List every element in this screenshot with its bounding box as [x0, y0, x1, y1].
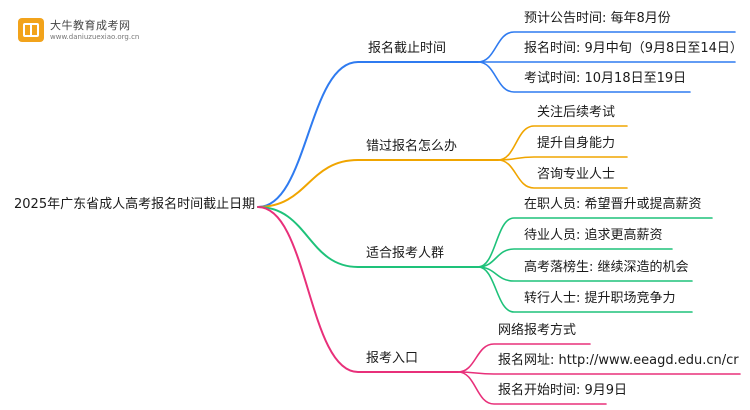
connector-root-audience: [257, 206, 479, 268]
connector-root-entry: [257, 206, 459, 373]
leaf-improve-self: 提升自身能力: [537, 136, 616, 151]
leaf-register-time: 报名时间: 9月中旬（9月8日至14日）: [524, 41, 743, 56]
logo-name: 大牛教育成考网: [50, 19, 131, 32]
connector-root-missed: [257, 159, 499, 208]
leaf-announce-time: 预计公告时间: 每年8月份: [524, 11, 671, 26]
root-topic: 2025年广东省成人高考报名时间截止日期: [14, 197, 256, 212]
connector-entry-leaf-1: [457, 343, 591, 373]
leaf-career-change: 转行人士: 提升职场竞争力: [524, 291, 676, 306]
leaf-register-url: 报名网址: http://www.eeagd.edu.cn/cr: [498, 353, 739, 368]
leaf-follow-exams: 关注后续考试: [537, 105, 616, 120]
connector-root-deadline: [257, 61, 479, 208]
connector-missed-leaf-3: [497, 159, 628, 189]
branch-entry: 报考入口: [366, 351, 419, 366]
leaf-unemployed: 待业人员: 追求更高薪资: [524, 228, 663, 243]
connector-entry-leaf-2: [457, 371, 741, 375]
leaf-exam-time: 考试时间: 10月18日至19日: [524, 71, 687, 86]
leaf-employed: 在职人员: 希望晋升或提高薪资: [524, 197, 702, 212]
leaf-online-method: 网络报考方式: [498, 323, 577, 338]
connector-missed-leaf-2: [497, 156, 628, 161]
connector-deadline-leaf-3: [477, 61, 691, 93]
connector-audience-leaf-2: [477, 248, 673, 268]
connector-missed-leaf-1: [497, 125, 628, 161]
branch-missed: 错过报名怎么办: [366, 139, 458, 154]
site-logo: 大牛教育成考网 www.daniuzuexiao.org.cn: [16, 14, 156, 48]
connector-entry-leaf-3: [457, 371, 607, 405]
connector-audience-leaf-1: [477, 217, 713, 268]
book-icon: [18, 18, 44, 42]
branch-deadline: 报名截止时间: [368, 41, 447, 56]
logo-url: www.daniuzuexiao.org.cn: [50, 33, 140, 41]
connector-deadline-leaf-1: [477, 31, 736, 63]
leaf-graduates: 高考落榜生: 继续深造的机会: [524, 260, 689, 275]
leaf-consult-expert: 咨询专业人士: [537, 167, 616, 182]
leaf-register-start: 报名开始时间: 9月9日: [498, 383, 628, 398]
branch-audience: 适合报考人群: [366, 246, 445, 261]
connector-audience-leaf-4: [477, 266, 693, 313]
